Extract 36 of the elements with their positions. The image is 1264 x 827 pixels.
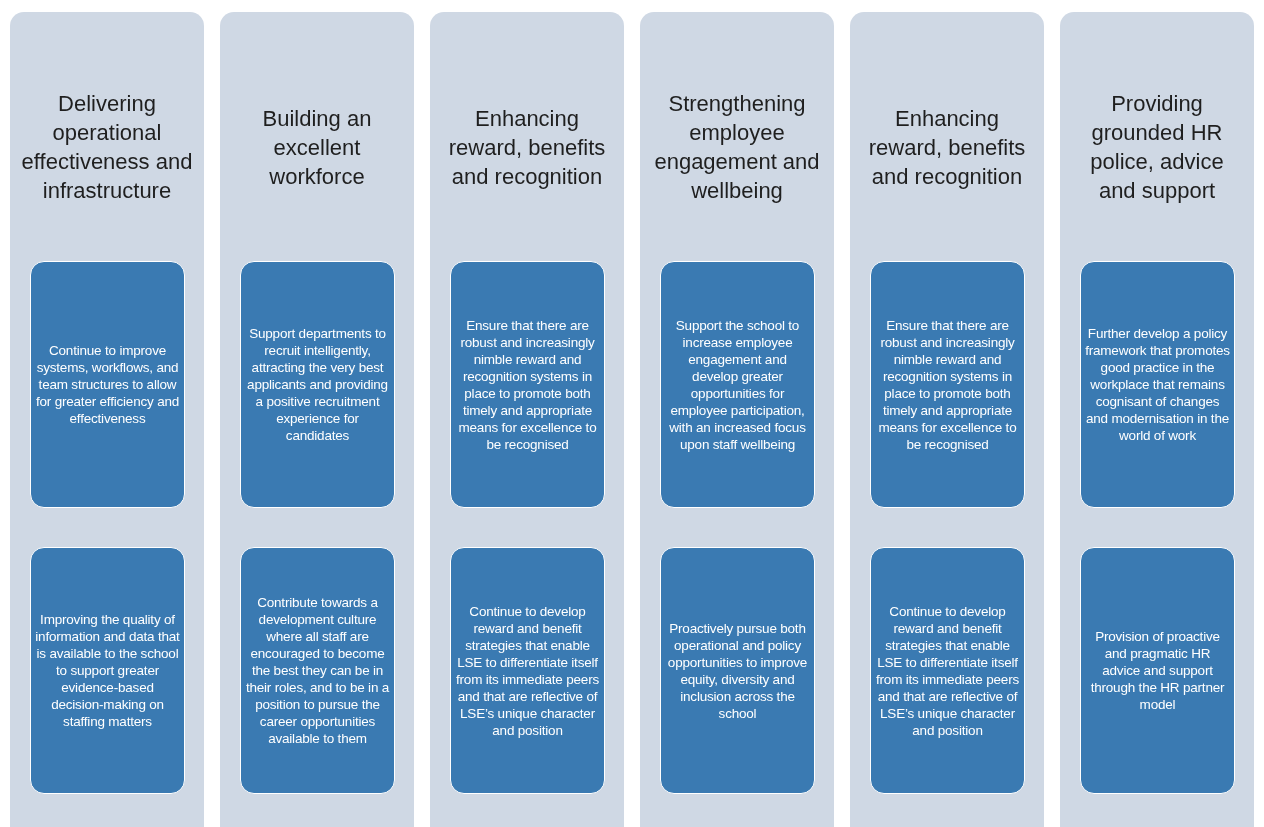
column-heading: Enhancing reward, benefits and recognition bbox=[447, 104, 607, 191]
goal-card bbox=[450, 547, 605, 794]
goal-card bbox=[660, 261, 815, 508]
goal-text: Improving the quality of information and data that is available to the school to support greater evidence-based decision-making on staffing matters bbox=[34, 611, 181, 730]
goal-text: Continue to improve systems, workflows, and team structures to allow for greater efficiency and effectiveness bbox=[34, 342, 181, 427]
goal-text: Ensure that there are robust and increasingly nimble reward and recognition systems in place to promote both timely and appropriate means for excellence to be recognised bbox=[877, 316, 1018, 453]
column-panel bbox=[850, 12, 1044, 827]
goal-card bbox=[1080, 261, 1235, 508]
goal-text: Contribute towards a development culture where all staff are encouraged to become the best they can be in their roles, and to be in a position to pursue the career opportunities available to them bbox=[244, 594, 391, 747]
column-heading: Strengthening employee engagement and wellbeing bbox=[653, 90, 821, 205]
goal-card bbox=[870, 547, 1025, 794]
goal-card bbox=[450, 261, 605, 508]
goal-card bbox=[1080, 547, 1235, 794]
goal-text: Provision of proactive and pragmatic HR advice and support through the HR partner model bbox=[1089, 628, 1226, 713]
column-panel bbox=[430, 12, 624, 827]
goal-text: Further develop a policy framework that promotes good practice in the workplace that remains cognisant of changes and modernisation in the world of work bbox=[1084, 325, 1231, 444]
goal-text: Support the school to increase employee engagement and develop greater opportunities for employee participation, with an increased focus upon staff wellbeing bbox=[668, 316, 807, 453]
column-panel bbox=[10, 12, 204, 827]
goal-text: Proactively pursue both operational and policy opportunities to improve equity, diversity and inclusion across the school bbox=[666, 619, 809, 722]
goal-card bbox=[240, 261, 395, 508]
column-heading: Enhancing reward, benefits and recognition bbox=[867, 104, 1027, 191]
goal-text: Ensure that there are robust and increasingly nimble reward and recognition systems in place to promote both timely and appropriate means for excellence to be recognised bbox=[457, 316, 598, 453]
goal-card bbox=[870, 261, 1025, 508]
goal-text: Continue to develop reward and benefit strategies that enable LSE to differentiate itself from its immediate peers and that are reflective of LSE’s unique character and position bbox=[875, 602, 1020, 739]
column-heading: Building an excellent workforce bbox=[261, 104, 373, 191]
goal-card bbox=[660, 547, 815, 794]
column-panel bbox=[1060, 12, 1254, 827]
column-heading: Providing grounded HR police, advice and support bbox=[1089, 90, 1225, 205]
goal-card bbox=[30, 261, 185, 508]
goal-text: Support departments to recruit intelligently, attracting the very best applicants and providing a positive recruitment experience for candidates bbox=[246, 325, 389, 444]
column-panel bbox=[640, 12, 834, 827]
goal-card bbox=[30, 547, 185, 794]
goal-card bbox=[240, 547, 395, 794]
goal-text: Continue to develop reward and benefit strategies that enable LSE to differentiate itself from its immediate peers and that are reflective of LSE’s unique character and position bbox=[455, 602, 600, 739]
column-heading: Delivering operational effectiveness and infrastructure bbox=[20, 90, 194, 205]
column-panel bbox=[220, 12, 414, 827]
